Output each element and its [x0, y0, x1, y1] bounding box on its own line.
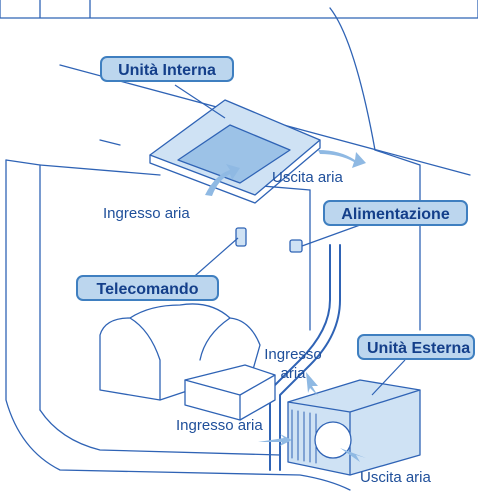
indoor-unit-callout: Unità Interna	[100, 56, 234, 82]
indoor-unit-grille	[177, 124, 291, 184]
pipe	[279, 244, 341, 471]
leader-indoor-unit	[174, 84, 226, 119]
remote-control-device	[235, 227, 247, 247]
ottoman-edge	[184, 374, 276, 421]
leader-lines	[174, 84, 406, 396]
air-outlet-arrow-indoor	[318, 150, 366, 168]
left-wall-line	[5, 159, 41, 411]
air-inlet-label-outdoor-side: Ingresso aria	[176, 417, 263, 434]
floor-line	[39, 409, 281, 456]
outdoor-unit-callout: Unità Esterna	[357, 334, 475, 360]
outdoor-unit-body	[287, 379, 421, 476]
leader-power-supply	[301, 224, 361, 247]
outdoor-unit-fan	[314, 421, 352, 459]
leader-remote-control	[187, 237, 239, 283]
air-outlet-arrow-outdoor	[340, 448, 366, 462]
sofa-seat-line	[199, 317, 231, 361]
air-inlet-label-outdoor-top-line2: aria	[280, 365, 306, 382]
air-inlet-label-indoor: Ingresso aria	[103, 205, 190, 222]
air-inlet-arrow-outdoor-side	[258, 434, 292, 446]
sofa-seat-line	[129, 317, 161, 401]
air-outlet-label-outdoor: Uscita aria	[360, 469, 431, 486]
air-outlet-label-indoor: Uscita aria	[272, 169, 343, 186]
air-inlet-arrow-indoor	[205, 164, 240, 196]
table-fragment	[0, 0, 478, 19]
back-wall-line	[39, 164, 161, 176]
airflow-arrows	[205, 150, 366, 462]
leader-outdoor-unit	[371, 359, 406, 396]
air-inlet-label-outdoor-top-line1: Ingresso	[264, 346, 322, 363]
air-inlet-arrow-outdoor-top	[306, 372, 318, 396]
pipe	[269, 244, 331, 471]
ceiling-line	[329, 7, 376, 151]
outdoor-unit-grille	[291, 409, 317, 464]
room-outline	[5, 159, 351, 491]
right-wall-line	[374, 149, 421, 331]
ceiling-line	[99, 139, 121, 146]
power-supply-callout: Alimentazione	[323, 200, 468, 226]
power-outlet	[289, 239, 303, 253]
remote-control-callout: Telecomando	[76, 275, 219, 301]
indoor-unit-edge	[149, 139, 321, 204]
